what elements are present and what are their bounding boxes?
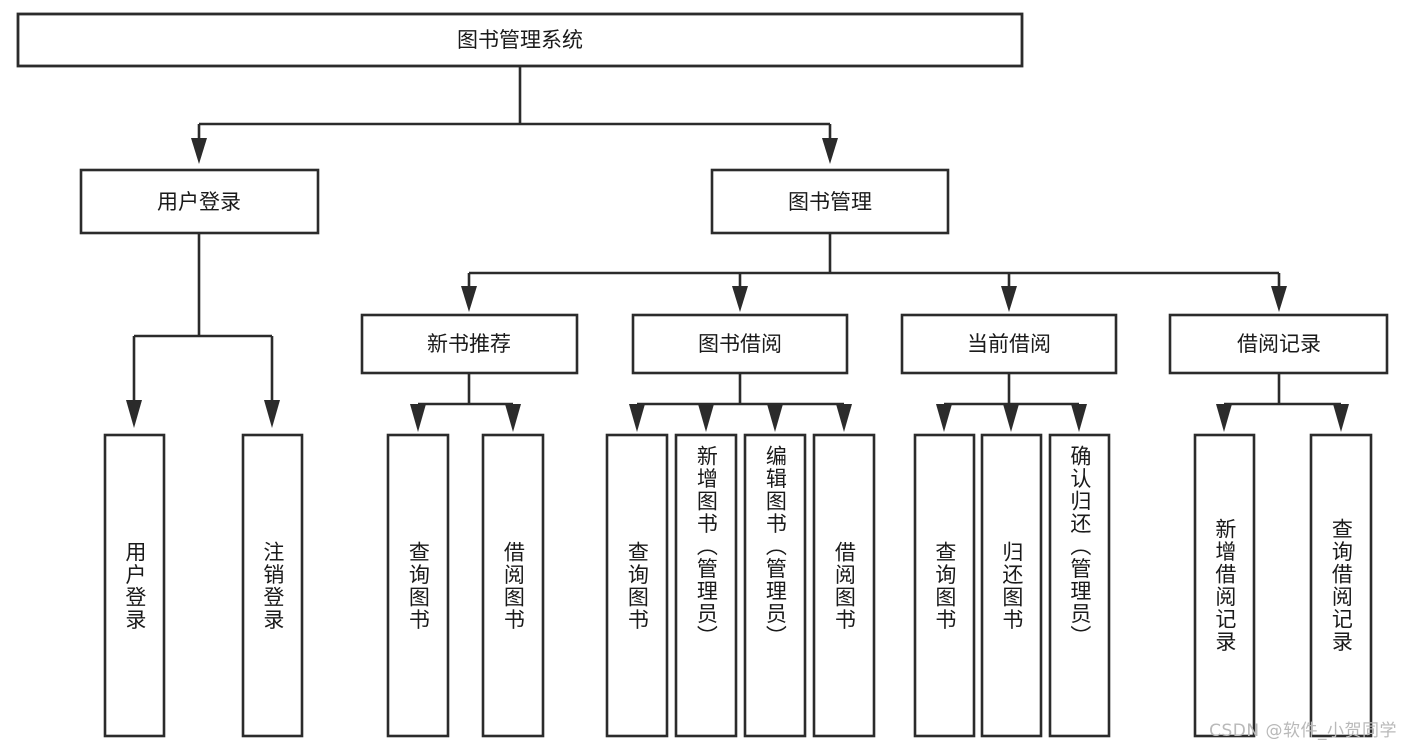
leaf-newbook-query-box[interactable]: [386, 433, 450, 738]
node-borrow-label: 图书借阅: [698, 332, 782, 356]
arrow-user-leaf-1: [126, 400, 142, 428]
arrow-record-leaf-2: [1333, 404, 1349, 432]
arrow-newbook-leaf-2: [505, 404, 521, 432]
node-user-login-label: 用户登录: [157, 190, 241, 214]
arrow-to-user-login: [191, 138, 207, 164]
arrow-user-leaf-2: [264, 400, 280, 428]
arrow-current-leaf-1: [936, 404, 952, 432]
leaf-borrow-edit-box[interactable]: [743, 433, 807, 738]
leaf-record-add-box[interactable]: [1193, 433, 1256, 738]
arrow-to-current: [1001, 286, 1017, 312]
arrow-to-book-manage: [822, 138, 838, 164]
arrow-borrow-leaf-3: [767, 404, 783, 432]
arrow-current-leaf-3: [1071, 404, 1087, 432]
leaf-logout-box[interactable]: [241, 433, 304, 738]
csdn-watermark: CSDN @软件_小贺同学: [1209, 721, 1397, 741]
leaf-borrow-lend-box[interactable]: [812, 433, 876, 738]
leaf-user-login-box[interactable]: [103, 433, 166, 738]
leaf-current-return-box[interactable]: [980, 433, 1043, 738]
node-new-book-label: 新书推荐: [427, 332, 511, 356]
arrow-borrow-leaf-2: [698, 404, 714, 432]
node-current-label: 当前借阅: [967, 332, 1051, 356]
leaf-current-confirm-box[interactable]: [1048, 433, 1111, 738]
arrow-to-record: [1271, 286, 1287, 312]
arrow-borrow-leaf-4: [836, 404, 852, 432]
leaf-current-query-box[interactable]: [913, 433, 976, 738]
node-new-book-box[interactable]: [360, 313, 579, 375]
arrow-borrow-leaf-1: [629, 404, 645, 432]
node-record-box[interactable]: [1168, 313, 1389, 375]
arrow-to-borrow: [732, 286, 748, 312]
arrow-current-leaf-2: [1003, 404, 1019, 432]
node-root-box[interactable]: [16, 12, 1024, 68]
arrow-record-leaf-1: [1216, 404, 1232, 432]
node-root-label: 图书管理系统: [457, 28, 583, 52]
leaf-borrow-query-box[interactable]: [605, 433, 669, 738]
arrow-to-new-book: [461, 286, 477, 312]
leaf-record-query-box[interactable]: [1309, 433, 1373, 738]
leaf-borrow-add-box[interactable]: [674, 433, 738, 738]
node-record-label: 借阅记录: [1237, 332, 1321, 356]
node-current-box[interactable]: [900, 313, 1118, 375]
leaf-newbook-borrow-box[interactable]: [481, 433, 545, 738]
node-borrow-box[interactable]: [631, 313, 849, 375]
node-book-manage-label: 图书管理: [788, 190, 872, 214]
node-book-manage-box[interactable]: [710, 168, 950, 235]
arrow-newbook-leaf-1: [410, 404, 426, 432]
